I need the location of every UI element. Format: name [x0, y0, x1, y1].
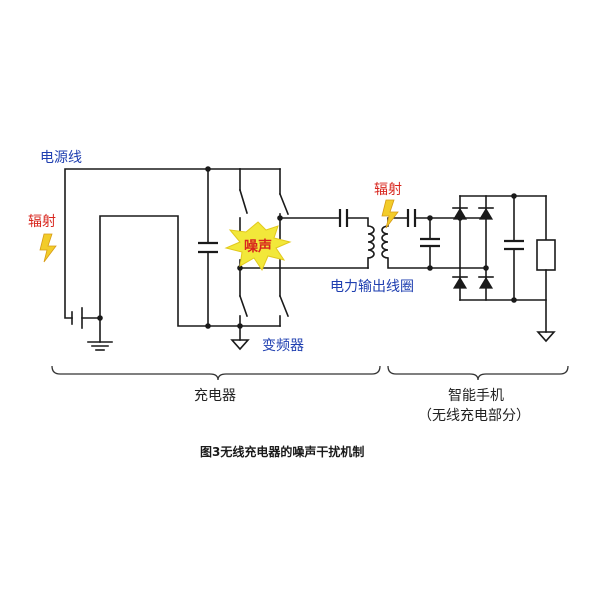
radiation-label-left: 辐射: [28, 214, 56, 230]
smoothing-capacitor: [504, 195, 524, 301]
inverter-label: 变频器: [262, 338, 304, 354]
ground-symbol-inverter: [230, 339, 250, 351]
junction-dot: [427, 265, 433, 271]
power-line-label: 电源线: [40, 150, 82, 166]
junction-dot: [205, 323, 211, 329]
junction-dot: [511, 193, 517, 199]
ground-symbol-left: [87, 341, 113, 351]
ground-symbol-phone: [536, 331, 556, 343]
figure-caption: 图3无线充电器的噪声干扰机制: [200, 444, 364, 459]
noise-burst: [224, 221, 292, 272]
noise-label: 噪声: [244, 238, 272, 255]
wireless-part-label: （无线充电部分）: [418, 408, 530, 424]
smartphone-brace: [387, 365, 569, 381]
junction-dot: [237, 265, 243, 271]
charger-label: 充电器: [194, 388, 236, 404]
rectifier-bridge: [459, 195, 547, 301]
input-capacitor: [198, 168, 218, 327]
load-resistor: [536, 195, 556, 333]
smartphone-label: 智能手机: [448, 388, 504, 404]
junction-dot: [237, 323, 243, 329]
junction-dot: [511, 297, 517, 303]
junction-dot: [427, 215, 433, 221]
lightning-icon: [381, 199, 399, 229]
receiver-wiring: [387, 209, 461, 269]
power-line-wiring: [64, 168, 241, 343]
output-coil-label: 电力输出线圈: [330, 279, 414, 295]
junction-dot: [97, 315, 103, 321]
radiation-label-right: 辐射: [374, 182, 402, 198]
diode-symbols: [452, 207, 494, 289]
junction-dot: [277, 215, 283, 221]
charger-brace: [51, 365, 381, 381]
transmitter-coil: [367, 225, 375, 259]
receiver-coil: [381, 225, 389, 259]
lightning-icon: [39, 233, 57, 263]
